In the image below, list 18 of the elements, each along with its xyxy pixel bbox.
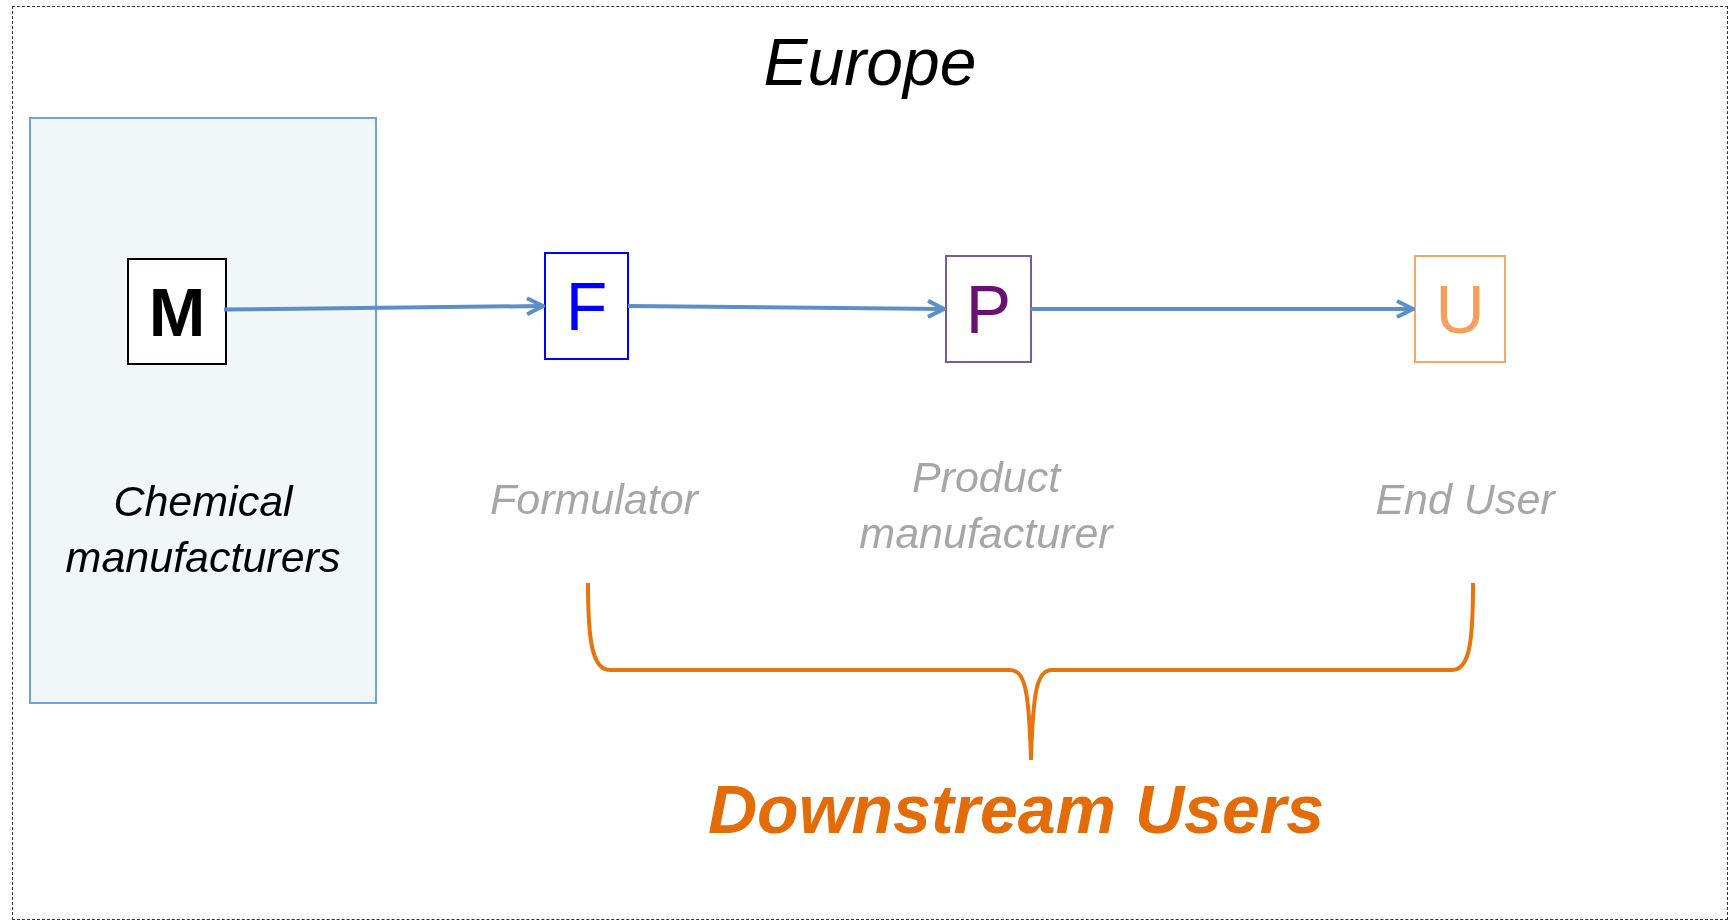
arrow	[1031, 299, 1415, 319]
arrow	[223, 296, 545, 317]
role-label: Formulator	[489, 474, 701, 525]
letter-box	[1414, 255, 1506, 363]
role-label: Product manufacturer	[858, 452, 1115, 559]
box-letter: M	[148, 277, 206, 346]
box-letter: P	[965, 275, 1012, 343]
letter-box	[945, 255, 1032, 363]
letter-box	[544, 252, 629, 360]
box-letter: F	[565, 272, 608, 340]
arrow	[628, 298, 946, 319]
group-panel	[29, 117, 377, 704]
role-label: End User	[1374, 474, 1557, 525]
letter-box	[127, 258, 227, 365]
box-letter: U	[1435, 275, 1485, 343]
panel-label: Chemical manufacturers	[64, 476, 342, 583]
region-frame	[12, 6, 1728, 920]
group-caption: Downstream Users	[707, 775, 1325, 843]
